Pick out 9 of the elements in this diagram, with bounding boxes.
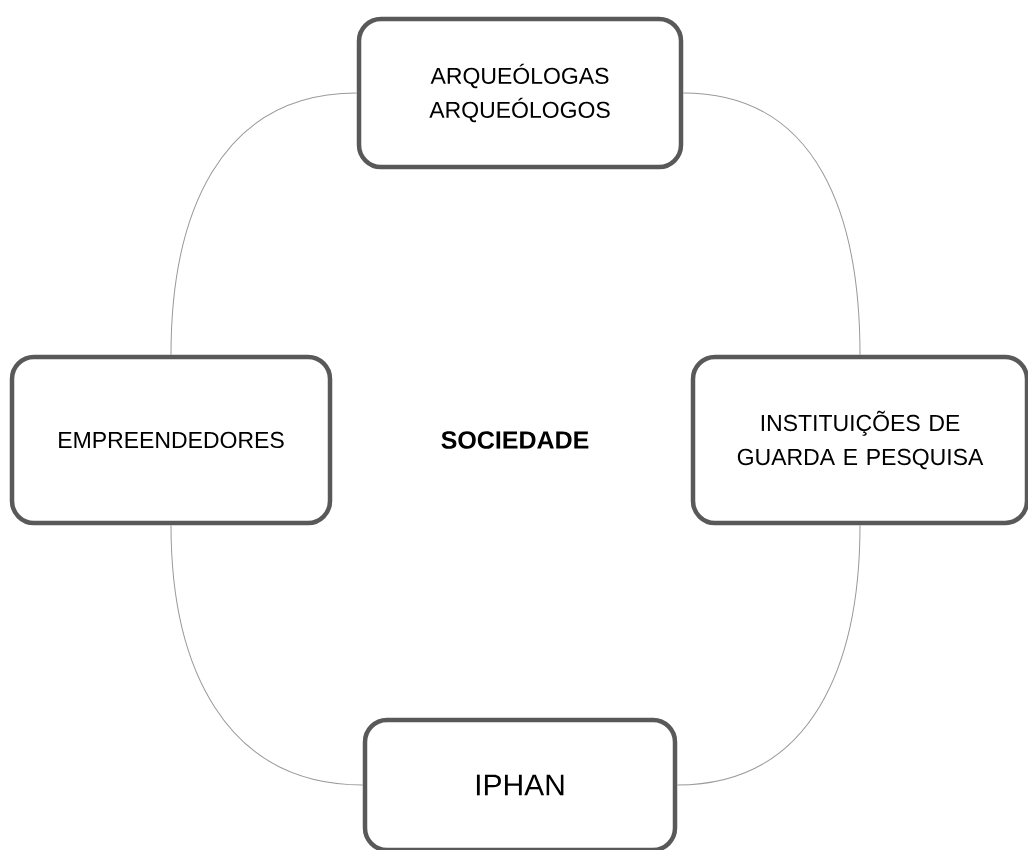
center-label: SOCIEDADE bbox=[441, 431, 589, 449]
circle-arc bbox=[676, 524, 861, 786]
rounded-box: ARQUEÓLOGAS ARQUEÓLOGOS bbox=[356, 16, 684, 170]
rounded-box: EMPREENDEDORES bbox=[9, 354, 333, 526]
rounded-box: IPHAN bbox=[362, 717, 678, 850]
circle-arc bbox=[682, 92, 861, 356]
circle-arc bbox=[170, 524, 364, 786]
rounded-box: INSTITUIÇÕES DE GUARDA E PESQUISA bbox=[690, 354, 1028, 526]
circle-arc bbox=[170, 92, 358, 356]
